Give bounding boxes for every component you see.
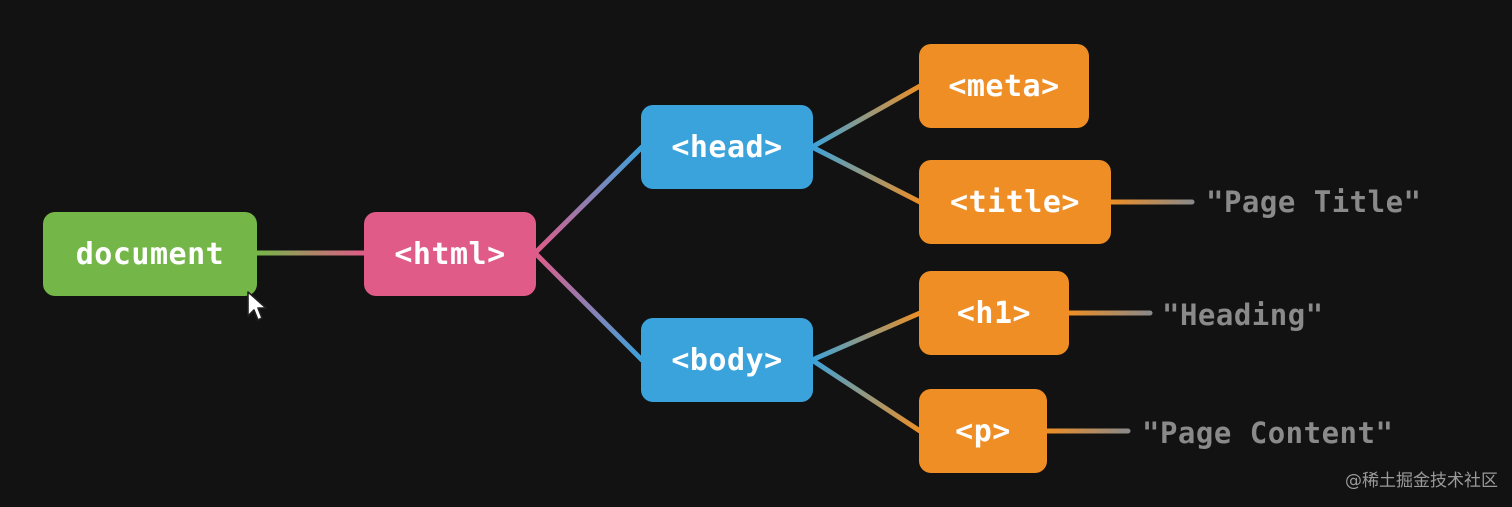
node-title: <title> <box>919 160 1111 244</box>
node-title-label: <title> <box>950 184 1080 220</box>
edge-html-head <box>532 144 645 256</box>
edge-head-title <box>809 144 923 205</box>
edge-body-h1 <box>809 310 923 363</box>
text-node-p: "Page Content" <box>1142 416 1394 450</box>
node-body: <body> <box>641 318 813 402</box>
node-head: <head> <box>641 105 813 189</box>
node-document-label: document <box>75 236 225 272</box>
node-h1-label: <h1> <box>956 295 1032 331</box>
node-html-label: <html> <box>394 236 506 272</box>
text-node-title: "Page Title" <box>1206 185 1422 219</box>
node-h1: <h1> <box>919 271 1069 355</box>
node-meta-label: <meta> <box>948 68 1060 104</box>
node-p-label: <p> <box>955 413 1011 449</box>
edge-head-meta <box>809 83 923 150</box>
node-document: document <box>43 212 257 296</box>
node-html: <html> <box>364 212 536 296</box>
text-node-h1: "Heading" <box>1162 298 1324 332</box>
edge-body-p <box>809 357 923 434</box>
edge-html-body <box>532 250 645 363</box>
node-p: <p> <box>919 389 1047 473</box>
node-body-label: <body> <box>671 342 783 378</box>
node-head-label: <head> <box>671 129 783 165</box>
watermark: @稀土掘金技术社区 <box>1345 471 1498 491</box>
node-meta: <meta> <box>919 44 1089 128</box>
mouse-pointer-icon <box>247 291 267 321</box>
